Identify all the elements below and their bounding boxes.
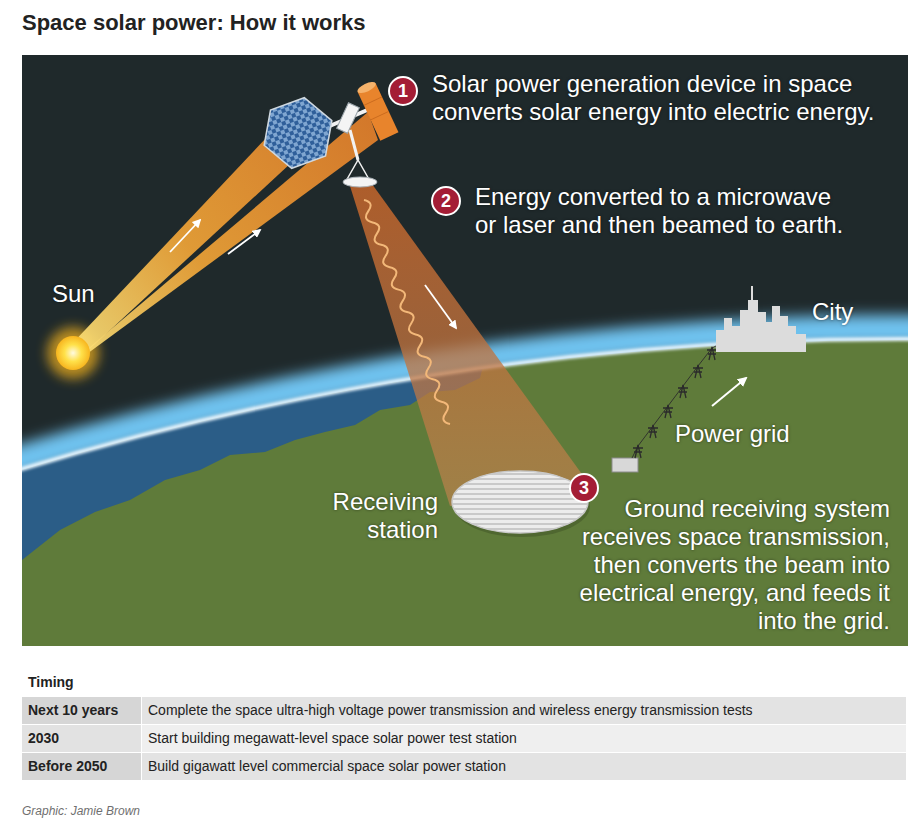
callout-number: 1 — [388, 76, 418, 106]
pylon — [663, 405, 673, 418]
callout-text: 2 — [441, 191, 451, 211]
illustration-panel — [22, 55, 908, 646]
beam-arrow — [170, 220, 200, 252]
satellite-core — [337, 103, 360, 133]
table-heading: Timing — [28, 672, 74, 692]
callout-number: 2 — [431, 186, 461, 216]
sunlight-beam — [68, 118, 305, 358]
solar-panel — [254, 92, 343, 175]
table-cell — [142, 697, 906, 724]
timing-table — [22, 697, 906, 780]
step-description: Ground receiving system receives space t… — [578, 495, 890, 635]
beam-arrow — [425, 285, 456, 328]
array-stripe — [450, 513, 590, 514]
step-description: Solar power generation device in space c… — [432, 70, 902, 126]
wave-line — [360, 198, 454, 425]
sun — [56, 336, 90, 370]
sun-label: Sun — [52, 280, 95, 308]
array-stripe — [450, 518, 590, 519]
sunlight-beam — [76, 112, 378, 362]
city-skyline — [716, 286, 806, 352]
grid-label: Power grid — [675, 420, 790, 448]
callout-text: 1 — [398, 81, 408, 101]
dish-arm — [350, 130, 358, 160]
table-cell-text: Before 2050 — [28, 753, 107, 780]
array-stripe — [450, 498, 590, 499]
table-cell — [142, 725, 906, 752]
beam-arrow — [228, 230, 260, 254]
satellite-body — [337, 103, 360, 133]
pylon — [633, 445, 643, 458]
pylon — [693, 365, 703, 378]
pylon — [678, 385, 688, 398]
array-stripe — [450, 478, 590, 479]
array-stripe — [450, 528, 590, 529]
transmitter-dish — [343, 177, 377, 187]
callout-text: 3 — [579, 478, 589, 498]
table-cell-text: 2030 — [28, 725, 59, 752]
callout-number: 3 — [569, 473, 599, 503]
table-cell — [142, 753, 906, 780]
array-stripe — [450, 493, 590, 494]
power-station — [612, 458, 638, 472]
reflector-end — [356, 80, 378, 96]
city-label: City — [812, 298, 853, 326]
table-cell-text: Next 10 years — [28, 697, 118, 724]
array-stripe — [450, 503, 590, 504]
array-stripe — [450, 508, 590, 509]
pylon — [648, 425, 658, 438]
pylon — [707, 347, 717, 360]
table-cell-text: Start building megawatt-level space sola… — [148, 725, 517, 752]
table-cell — [22, 753, 141, 780]
array-rim — [452, 471, 588, 533]
credit-caption: Graphic: Jamie Brown — [22, 803, 140, 819]
step-description: Energy converted to a microwave or laser… — [475, 183, 851, 239]
grid-arrow — [712, 378, 746, 406]
table-cell — [22, 697, 141, 724]
table-cell — [22, 725, 141, 752]
reflector-stripe — [364, 97, 382, 105]
station-label: Receiving station — [328, 488, 438, 544]
solar-panel-hexagon — [254, 92, 343, 175]
table-cell-text: Build gigawatt level commercial space so… — [148, 753, 506, 780]
table-cell-text: Complete the space ultra-high voltage po… — [148, 697, 753, 724]
microwave-wave — [360, 198, 454, 425]
reflector-stripe — [371, 111, 389, 119]
title: Space solar power: How it works — [22, 9, 366, 37]
array-stripe — [450, 473, 590, 474]
